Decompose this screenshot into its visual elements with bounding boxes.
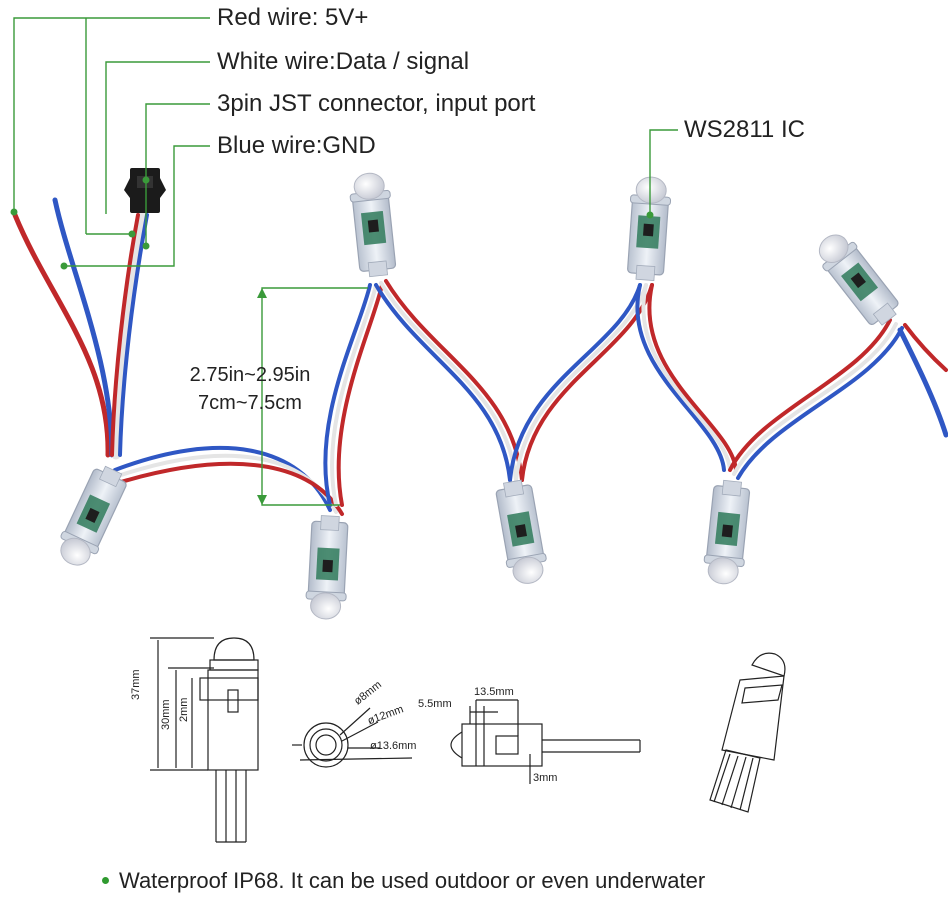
callout-dots	[10, 176, 654, 505]
footer-text: Waterproof IP68. It can be used outdoor …	[119, 868, 706, 893]
top-view-drawing	[292, 707, 413, 768]
perspective-view-drawing	[709, 652, 786, 813]
spacing-cm-label: 7cm~7.5cm	[198, 392, 302, 414]
led-pixel-4	[492, 477, 551, 588]
red-input-wire	[12, 212, 111, 458]
dim-body-height: 30mm	[160, 699, 172, 730]
ic-label: WS2811 IC	[684, 116, 805, 143]
dim-diameter-13-6: ø13.6mm	[370, 740, 417, 752]
dim-width-13-5: 13.5mm	[474, 686, 514, 698]
dim-width-5-5: 5.5mm	[418, 698, 452, 710]
wire-bundle	[12, 197, 948, 516]
connector-label: 3pin JST connector, input port	[217, 90, 536, 117]
red-wire-label: Red wire: 5V+	[217, 4, 369, 31]
side-view-drawing	[150, 637, 259, 843]
led-pixel-5	[624, 175, 673, 282]
blue-input-wire	[52, 197, 115, 458]
jst-connector	[124, 168, 166, 213]
front-view-drawing	[450, 699, 641, 784]
white-wire-label: White wire:Data / signal	[217, 48, 470, 75]
bullet-dot	[102, 876, 109, 884]
spacing-inches-label: 2.75in~2.95in	[189, 364, 311, 386]
dim-cap: 2mm	[178, 697, 190, 722]
led-pixel-3	[347, 170, 400, 279]
led-pixel-1	[51, 461, 133, 573]
footer-note: Waterproof IP68. It can be used outdoor …	[102, 868, 705, 894]
dim-total-height: 37mm	[130, 669, 142, 700]
white-input-wire	[111, 210, 147, 460]
led-pixel-2	[304, 514, 351, 621]
callout-lines	[13, 17, 678, 506]
dim-depth-3: 3mm	[533, 772, 558, 784]
led-pixel-6	[701, 478, 754, 587]
led-pixel-7	[809, 225, 906, 333]
blue-wire-label: Blue wire:GND	[217, 132, 376, 159]
